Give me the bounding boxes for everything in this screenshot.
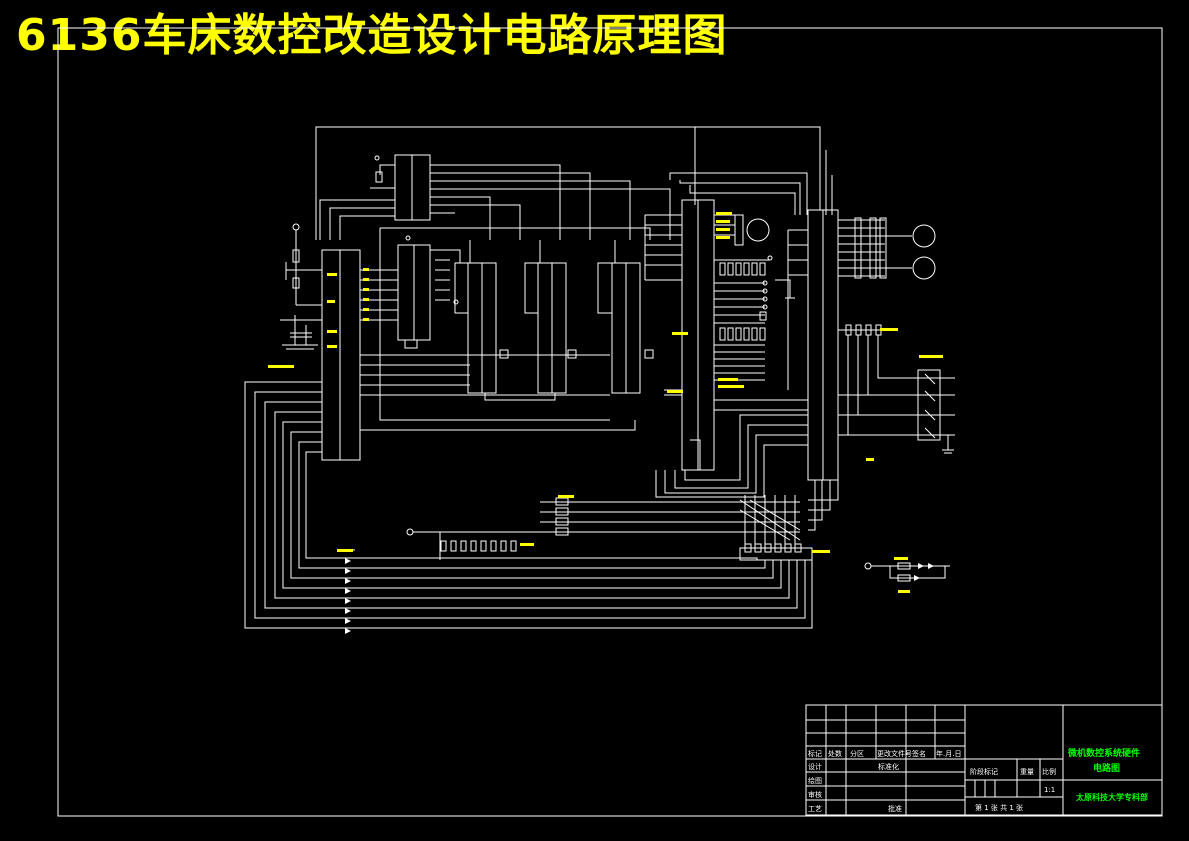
tb-row-label: 工艺 — [808, 805, 822, 813]
tb-row-label: 标记 — [808, 749, 822, 758]
tb-row-label: 设计 — [808, 762, 822, 771]
chip-top-decoder — [370, 154, 431, 221]
tb-stage-mark-label: 阶段标记 — [970, 767, 998, 776]
io-wiring — [655, 399, 808, 498]
tb-col-label: 签名 — [912, 749, 926, 758]
relay-outputs — [838, 324, 955, 454]
data-bus — [360, 240, 654, 431]
title-block: 标记 设计 绘图 审核 工艺 处数 分区 更改文件号 签名 年.月.日 标准化 … — [805, 704, 1163, 816]
tb-scale-label: 比例 — [1042, 767, 1056, 776]
tb-school: 太原科技大学专科部 — [1075, 792, 1148, 802]
keyboard-matrix — [406, 480, 839, 561]
tb-col-label: 处数 — [828, 749, 842, 758]
tb-col-label: 分区 — [850, 749, 864, 758]
tb-scale-value: 1:1 — [1044, 786, 1055, 794]
diode-array — [345, 558, 351, 634]
tb-approve-label: 批准 — [888, 804, 902, 813]
led-group-1 — [714, 255, 795, 324]
tb-drawing-name-1: 微机数控系统硬件 — [1067, 747, 1140, 759]
reset-crystal-circuit — [280, 223, 322, 350]
tb-row-label: 绘图 — [808, 776, 822, 785]
power-led-circuit — [864, 562, 950, 582]
chip-driver-right — [787, 209, 936, 481]
drawing-frame — [57, 27, 1163, 817]
chip-ram — [524, 262, 567, 394]
tb-sheet-text: 第 1 张 共 1 张 — [975, 803, 1023, 812]
chip-eprom — [454, 262, 497, 394]
tb-col-label: 更改文件号 — [877, 749, 912, 758]
led-group-2 — [714, 327, 766, 381]
tb-drawing-name-2: 电路图 — [1093, 762, 1120, 774]
tb-row-label: 审核 — [808, 790, 822, 799]
tb-standard-label: 标准化 — [878, 762, 899, 771]
chip-8155 — [644, 199, 715, 471]
chip-cpu — [321, 249, 361, 461]
lower-wiring — [244, 381, 813, 629]
top-bus-lines — [315, 126, 833, 421]
drawing-title: 6136车床数控改造设计电路原理图 — [16, 10, 728, 61]
chip-io — [597, 262, 641, 394]
tb-col-label: 年.月.日 — [936, 749, 961, 758]
tb-weight-label: 重量 — [1020, 768, 1034, 776]
pin-labels — [268, 212, 943, 593]
chip-latch — [397, 235, 431, 349]
